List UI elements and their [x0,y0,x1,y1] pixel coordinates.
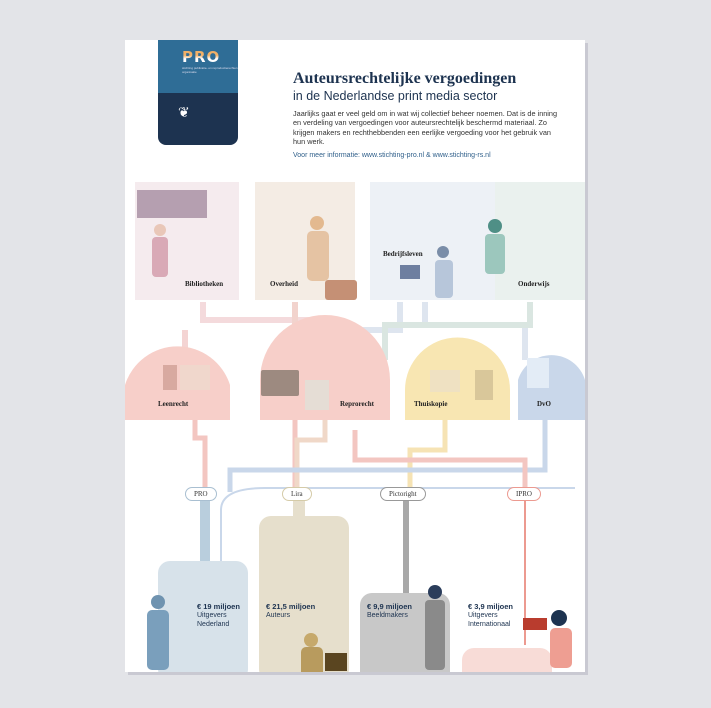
person-uitgevers-nl [147,610,169,670]
payout-recipient: Uitgevers Internationaal [468,612,511,628]
dome-leenrecht [125,346,230,420]
pill-pro: PRO [185,487,217,501]
label-reprorecht: Reprorecht [340,400,374,408]
laptop-bedrijfsleven [400,265,420,279]
payout-amount: € 19 miljoen [197,602,240,611]
payout-recipient: Beeldmakers [367,612,408,619]
payout-amount: € 9,9 miljoen [367,602,413,611]
info-link[interactable]: Voor meer informatie: www.stichting-pro.… [293,152,491,159]
logo-tagline: stichting publicatie- en reproductierech… [182,66,238,74]
page-subtitle: in de Nederlandse print media sector [293,89,498,103]
page-title: Auteursrechtelijke vergoedingen [293,70,517,87]
label-thuiskopie: Thuiskopie [414,400,448,408]
payout-amount: € 21,5 miljoen [266,602,316,611]
payout-recipient: Uitgevers Nederland [197,612,230,628]
leaf-icon: ❦ [178,104,190,120]
intro-text: Jaarlijks gaat er veel geld om in wat wi… [293,109,558,147]
logo-wordmark: PRO [182,48,238,66]
payout-recipient: Auteurs [266,612,291,619]
box-ipro [462,648,552,672]
label-onderwijs: Onderwijs [518,280,550,288]
payout-amount: € 3,9 miljoen [468,602,514,611]
person-bibliotheken [152,237,168,277]
column-onderwijs [495,182,585,300]
laptop-illustration [261,370,299,396]
person-beeldmaker [425,600,445,670]
label-leenrecht: Leenrecht [158,400,189,408]
label-dvo: DvO [537,400,551,408]
person-onderwijs [485,234,505,274]
box-pro [158,561,248,672]
column-bedrijfsleven [370,182,495,300]
pill-pictoright: Pictoright [380,487,426,501]
box-lira [259,516,349,672]
pill-lira: Lira [282,487,312,501]
bookshelf-illustration [137,190,207,218]
person-uitgevers-int [550,628,572,668]
person-auteur [301,647,323,672]
label-bibliotheken: Bibliotheken [185,280,224,288]
label-overheid: Overheid [270,280,298,288]
person-overheid [307,231,329,281]
flow-diagram [125,182,585,672]
pill-ipro: IPRO [507,487,541,501]
label-bedrijfsleven: Bedrijfsleven [383,250,423,258]
